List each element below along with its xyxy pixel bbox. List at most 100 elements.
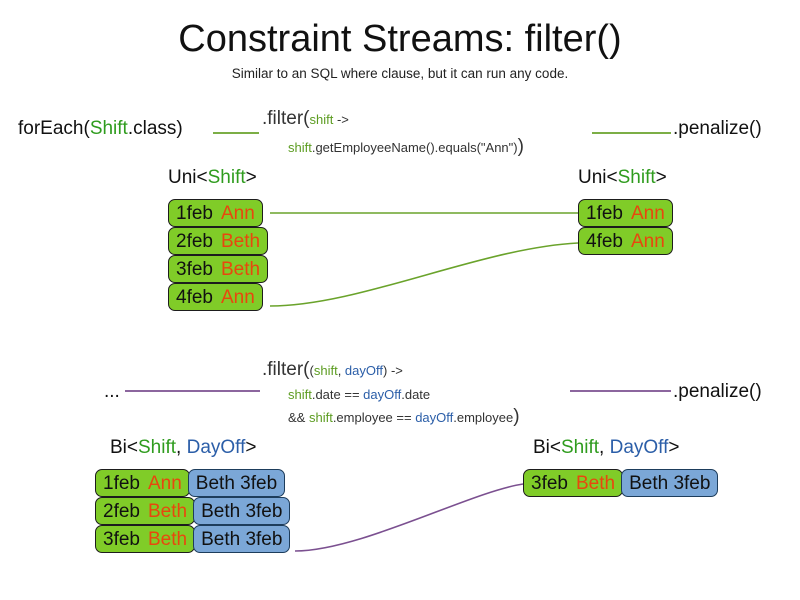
shift-date: 2feb [176,230,213,252]
caption-suffix: > [245,167,257,188]
top-penalize-label: .penalize() [673,118,762,139]
shift-employee: Ann [630,202,665,224]
shift-fact[interactable]: 4feb Ann [578,227,673,255]
shift-employee: Beth [147,528,188,550]
dayoff-fact[interactable]: Beth 3feb [193,497,291,525]
bottom-l2-var-b: dayOff [363,387,402,402]
caption-prefix: Bi< [110,437,138,458]
dayoff-label: Beth 3feb [201,500,283,522]
caption-class-a: Shift [561,437,600,458]
bottom-filter-param-a: shift [313,363,338,378]
shift-fact[interactable]: 2feb Beth [95,497,196,525]
caption-comma: , [176,437,187,458]
foreach-class: Shift [89,118,128,139]
page-title: Constraint Streams: filter() [178,18,622,60]
shift-fact[interactable]: 3feb Beth [95,525,196,553]
shift-employee: Ann [220,286,255,308]
dayoff-fact[interactable]: Beth 3feb [621,469,719,497]
shift-date: 1feb [586,202,623,224]
bottom-filter-body-line-2: && shift.employee == dayOff.employee) [288,406,520,428]
wire-tuple-4feb [269,242,579,307]
shift-employee: Beth [220,258,261,280]
shift-fact[interactable]: 1feb Ann [95,469,190,497]
tuple-row[interactable]: 1feb Ann [578,199,673,227]
dayoff-label: Beth 3feb [195,472,278,494]
shift-date: 4feb [586,230,623,252]
foreach-source-label: forEach(Shift.class) [18,118,183,140]
bottom-l3-var-a: shift [308,410,333,425]
shift-fact[interactable]: 2feb Beth [168,227,269,255]
shift-fact[interactable]: 4feb Ann [168,283,263,311]
tuple-row[interactable]: 3feb Beth Beth 3feb [523,469,719,497]
dayoff-fact[interactable]: Beth 3feb [187,469,286,497]
tuple-row[interactable]: 4feb Ann [578,227,673,255]
shift-employee: Ann [630,230,665,252]
tuple-row[interactable]: 3feb Beth [168,255,269,283]
shift-employee: Ann [147,472,182,494]
dayoff-label: Beth 3feb [629,472,711,494]
caption-class: Shift [617,167,656,188]
caption-comma: , [599,437,610,458]
uni-output-tuple-list: 1feb Ann 4feb Ann [578,199,673,255]
caption-suffix: > [655,167,667,188]
shift-fact[interactable]: 1feb Ann [168,199,263,227]
shift-date: 1feb [176,202,213,224]
bottom-filter-head: .filter( [262,359,310,380]
caption-class-a: Shift [138,437,177,458]
bottom-filter-open-paren: ( [309,363,314,378]
uni-shift-input-caption: Uni<Shift> [168,167,257,189]
bottom-filter-param-b: dayOff [344,363,383,378]
shift-fact[interactable]: 3feb Beth [523,469,624,497]
shift-date: 2feb [103,500,140,522]
wire-bi-tuple-3feb [294,483,524,552]
top-filter-arrow: -> [333,112,349,127]
top-filter-close-paren: ) [517,136,524,157]
bottom-penalize-label: .penalize() [673,381,762,402]
top-filter-param: shift [309,112,334,127]
uni-shift-output-caption: Uni<Shift> [578,167,667,189]
uni-input-tuple-list: 1feb Ann 2feb Beth 3feb Beth 4feb Ann [168,199,269,311]
dayoff-label: Beth 3feb [201,528,283,550]
tuple-row[interactable]: 3feb Beth Beth 3feb [95,525,291,553]
shift-date: 3feb [103,528,140,550]
bottom-filter-body-line-1: shift.date == dayOff.date [288,387,430,402]
shift-date: 1feb [103,472,140,494]
bottom-l3-and: && [288,410,309,425]
bi-input-caption: Bi<Shift, DayOff> [110,437,256,459]
tuple-row[interactable]: 4feb Ann [168,283,266,311]
top-filter-body-rest: .getEmployeeName().equals("Ann") [311,140,518,155]
shift-fact[interactable]: 1feb Ann [578,199,673,227]
caption-class-b: DayOff [609,437,669,458]
tuple-row[interactable]: 2feb Beth Beth 3feb [95,497,291,525]
shift-date: 4feb [176,286,213,308]
shift-date: 3feb [176,258,213,280]
bi-output-tuple-list: 3feb Beth Beth 3feb [523,469,719,497]
top-filter-body: shift.getEmployeeName().equals("Ann")) [288,136,524,158]
dayoff-fact[interactable]: Beth 3feb [193,525,291,553]
shift-employee: Ann [220,202,255,224]
bottom-filter-param-sep: , [337,363,345,378]
foreach-suffix: .class) [127,118,183,139]
top-filter-head: .filter( [262,108,310,129]
caption-suffix: > [245,437,257,458]
caption-prefix: Uni< [168,167,208,188]
bottom-source-ellipsis: ... [104,381,120,402]
bottom-filter-close-paren: ) [513,406,520,427]
top-filter-signature: .filter(shift -> [262,108,349,130]
bottom-l2-mid: .date == [311,387,364,402]
caption-prefix: Bi< [533,437,561,458]
tuple-row[interactable]: 1feb Ann [168,199,266,227]
bi-output-caption: Bi<Shift, DayOff> [533,437,679,459]
shift-employee: Beth [575,472,616,494]
bottom-filter-arrow: -> [387,363,403,378]
tuple-row[interactable]: 1feb Ann Beth 3feb [95,469,288,497]
foreach-prefix: forEach( [18,118,90,139]
caption-prefix: Uni< [578,167,618,188]
tuple-row[interactable]: 2feb Beth [168,227,269,255]
bottom-l3-mid: .employee == [332,410,416,425]
bottom-l2-end: .date [401,387,431,402]
shift-fact[interactable]: 3feb Beth [168,255,269,283]
bottom-l3-var-b: dayOff [415,410,454,425]
bottom-l3-end: .employee [453,410,514,425]
shift-date: 3feb [531,472,568,494]
